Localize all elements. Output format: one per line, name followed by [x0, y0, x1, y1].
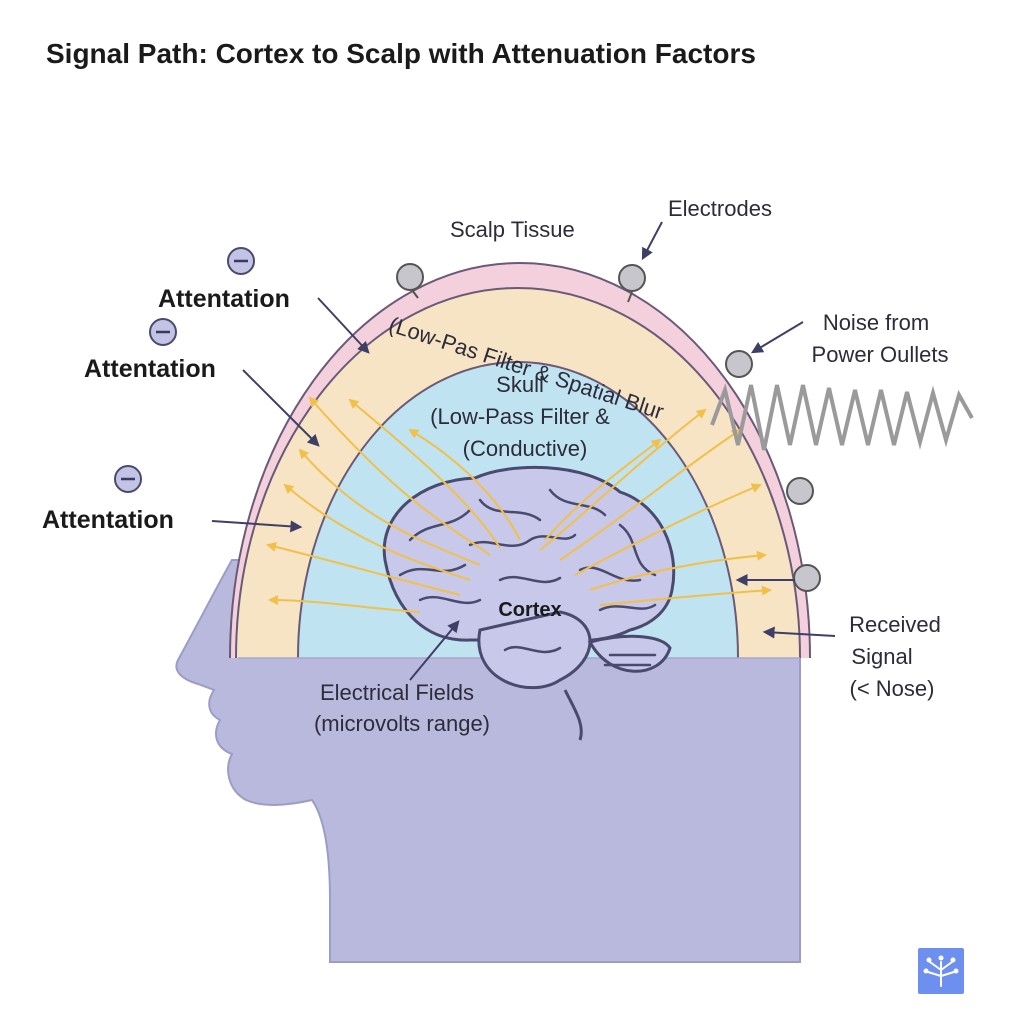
electrode [396, 263, 424, 291]
noise-wave [710, 383, 974, 451]
attenuation-label-1: Attentation [158, 285, 290, 313]
fields-label-line2: (microvolts range) [314, 711, 490, 736]
received-label-line3: (< Nose) [850, 676, 935, 701]
noise-label-line1: Noise from [823, 310, 929, 335]
attenuation-label-2: Attentation [84, 355, 216, 383]
minus-circle-icon [227, 247, 255, 275]
skull-label-line3: (Conductive) [463, 436, 588, 461]
logo-tree-icon [918, 948, 964, 994]
electrode [793, 564, 821, 592]
brain-icon [382, 465, 676, 741]
received-label-line1: Received [849, 612, 941, 637]
noise-label-line2: Power Oullets [812, 342, 949, 367]
fields-label-line1: Electrical Fields [320, 680, 474, 705]
pointer-arrows [211, 221, 836, 681]
received-label-line2: Signal [851, 644, 912, 669]
diagram-title: Signal Path: Cortex to Scalp with Attenu… [46, 38, 756, 69]
field-arrows [266, 396, 772, 613]
attenuation-label-3: Attentation [42, 506, 174, 534]
skull-label-line2: (Low-Pass Filter & [430, 404, 610, 429]
scalp-tissue-label: Scalp Tissue [450, 217, 575, 242]
skull-label-line1: Skull [496, 372, 544, 397]
electrodes-label: Electrodes [668, 196, 772, 221]
cortex-label: Cortex [498, 599, 561, 621]
electrode [786, 477, 814, 505]
electrode [725, 350, 753, 378]
electrode [618, 264, 646, 292]
electrode-group [396, 263, 821, 592]
minus-circle-icon [114, 465, 142, 493]
minus-circle-icon [149, 318, 177, 346]
